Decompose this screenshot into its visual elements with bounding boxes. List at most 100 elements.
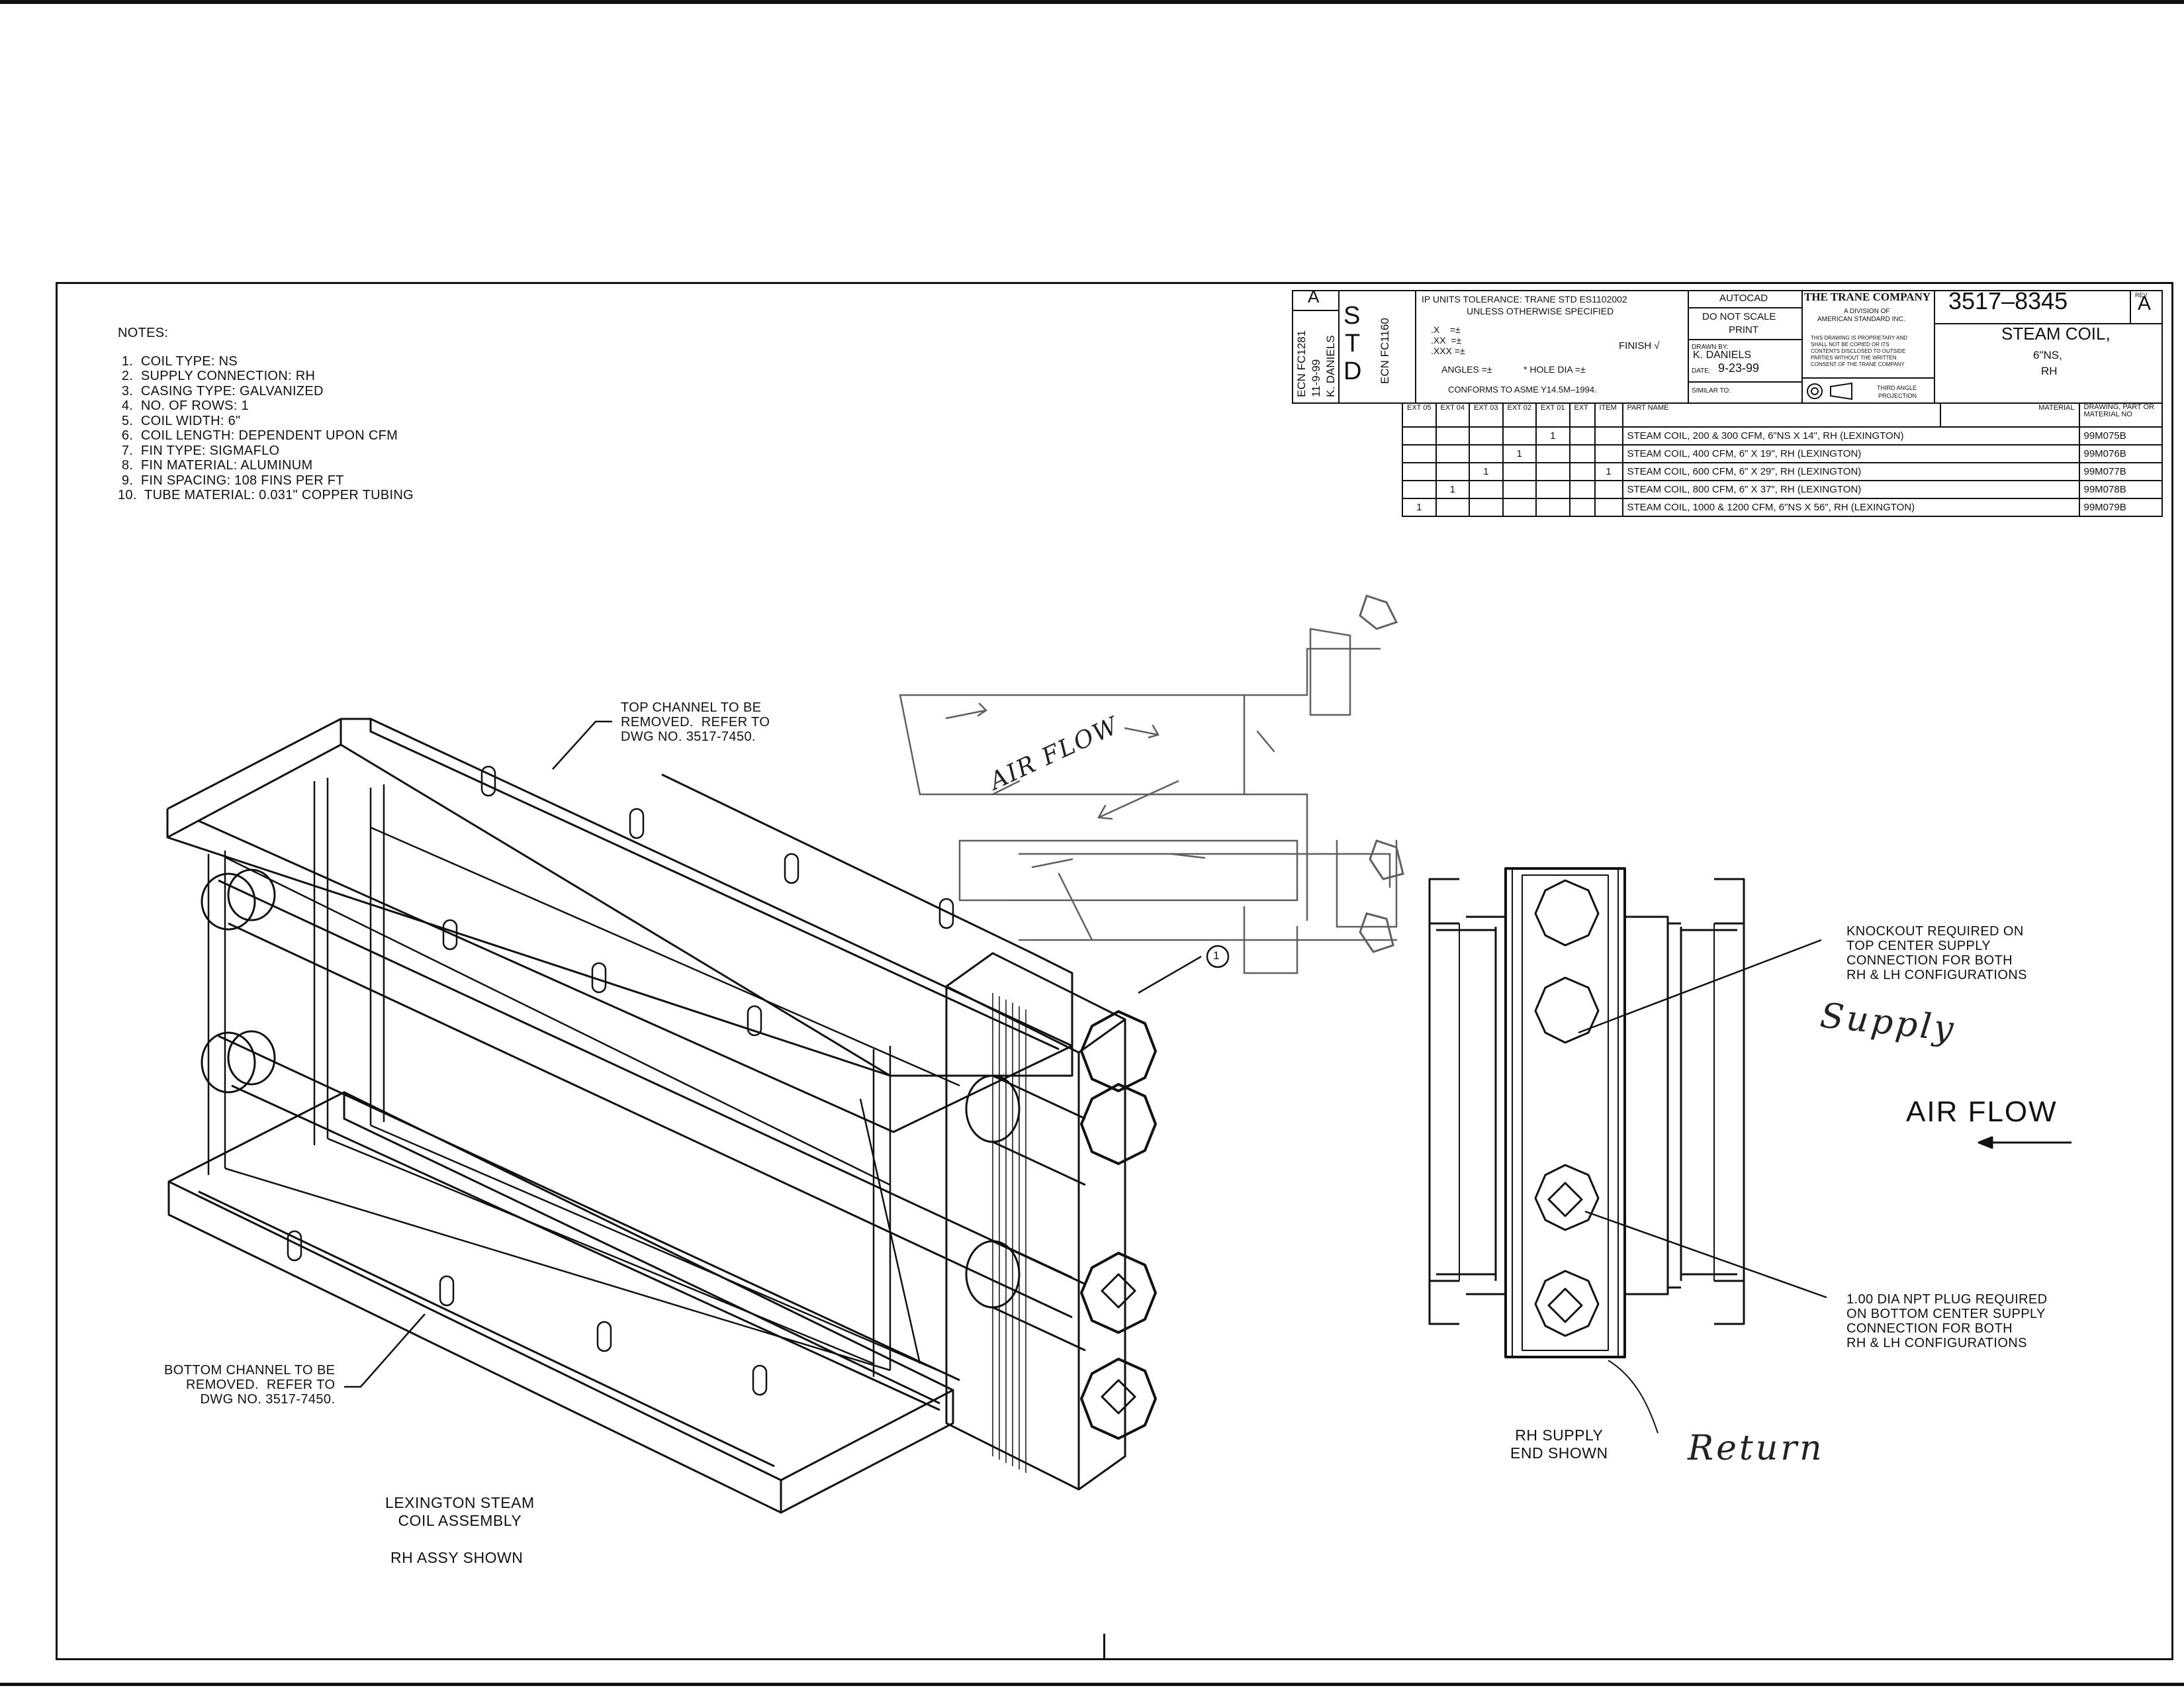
cad-system: AUTOCAD — [1719, 293, 1768, 304]
angles-tolerance: ANGLES =± — [1441, 364, 1492, 375]
qty-cell — [1435, 444, 1470, 463]
coil-tube-upper — [201, 868, 1073, 1319]
tolerance-x: .X =± — [1431, 324, 1461, 335]
part-name-cell: STEAM COIL, 200 & 300 CFM, 6"NS X 14", R… — [1621, 426, 2080, 445]
qty-cell — [1402, 462, 1437, 481]
proprietary-note: CONTENTS DISCLOSED TO OUTSIDE — [1811, 348, 1906, 354]
table-row: 1 STEAM COIL, 200 & 300 CFM, 6"NS X 14",… — [1402, 426, 2163, 445]
qty-cell — [1502, 426, 1537, 445]
airflow-arrow-icon — [1978, 1136, 1993, 1149]
ext-cell — [1569, 462, 1596, 481]
tolerance-line: IP UNITS TOLERANCE: TRANE STD ES1102002 — [1422, 294, 1627, 305]
ext-cell — [1569, 498, 1596, 517]
part-number-cell: 99M079B — [2078, 498, 2163, 517]
top-channel-leader — [552, 720, 612, 770]
drawn-by: K. DANIELS — [1693, 350, 1752, 361]
knockout-leader — [1578, 939, 1822, 1034]
note-item: 5. COIL WIDTH: 6" — [118, 413, 241, 428]
qty-cell: 1 — [1502, 444, 1537, 463]
title-block: A ECN FC1281 11-9-99 K. DANIELS S T D EC… — [0, 0, 2184, 596]
item-cell — [1594, 426, 1623, 445]
qty-cell — [1469, 444, 1504, 463]
note-item: 3. CASING TYPE: GALVANIZED — [118, 383, 324, 399]
drawn-date: 9-23-99 — [1718, 361, 1760, 375]
third-angle-projection-icon — [1807, 382, 1852, 400]
hex-plug-nuts — [1080, 1010, 1157, 1440]
tolerance-xx: .XX =± — [1431, 335, 1462, 346]
std-t: T — [1345, 330, 1361, 357]
qty-cell: 1 — [1402, 498, 1437, 517]
qty-cell — [1402, 444, 1437, 463]
qty-cell — [1502, 462, 1537, 481]
proprietary-note: PARTIES WITHOUT THE WRITTEN — [1811, 355, 1897, 361]
notes-block: NOTES: 1. COIL TYPE: NS 2. SUPPLY CONNEC… — [118, 326, 414, 503]
rh-supply-caption: RH SUPPLY END SHOWN — [1510, 1427, 1608, 1462]
part-name-cell: STEAM COIL, 1000 & 1200 CFM, 6"NS X 56",… — [1621, 498, 2080, 517]
return-handwritten-note: Return — [1688, 1429, 1825, 1468]
part-number-cell: 99M078B — [2078, 480, 2163, 499]
bottom-channel-leader — [344, 1313, 426, 1388]
drawing-title-line: RH — [2041, 365, 2058, 377]
item-cell: 1 — [1594, 462, 1623, 481]
bom-col-item: ITEM — [1594, 402, 1623, 428]
qty-cell — [1435, 498, 1470, 517]
qty-cell — [1435, 462, 1470, 481]
qty-cell: 1 — [1535, 426, 1570, 445]
assembly-caption: LEXINGTON STEAM COIL ASSEMBLY — [385, 1494, 535, 1529]
drawn-by-label: DRAWN BY: — [1692, 344, 1729, 351]
bottom-channel-note: BOTTOM CHANNEL TO BE REMOVED. REFER TO D… — [164, 1363, 336, 1407]
company-name: THE TRANE COMPANY — [1804, 291, 1931, 303]
qty-cell — [1435, 426, 1470, 445]
notes-heading: NOTES: — [118, 326, 169, 340]
tolerance-line: UNLESS OTHERWISE SPECIFIED — [1467, 306, 1614, 316]
qty-cell — [1535, 498, 1570, 517]
note-item: 4. NO. OF ROWS: 1 — [118, 399, 249, 413]
revision-letter: A — [1308, 287, 1320, 306]
item-cell — [1594, 480, 1623, 499]
projection-label: PROJECTION — [1878, 393, 1917, 399]
tolerance-xxx: .XXX =± — [1431, 346, 1465, 356]
airflow-label: AIR FLOW — [1906, 1096, 2058, 1128]
part-number-cell: 99M075B — [2078, 426, 2163, 445]
qty-cell — [1469, 426, 1504, 445]
supply-connections — [965, 1074, 1086, 1352]
drawing-title: STEAM COIL, — [2001, 324, 2111, 344]
bill-of-materials: EXT 05 EXT 04 EXT 03 EXT 02 EXT 01 EXT I… — [1402, 402, 2163, 528]
note-item: 6. COIL LENGTH: DEPENDENT UPON CFM — [118, 428, 398, 443]
table-row: 1 STEAM COIL, 400 CFM, 6" X 19", RH (LEX… — [1402, 444, 2163, 463]
bom-col-ext01: EXT 01 — [1535, 402, 1570, 428]
note-item: 2. SUPPLY CONNECTION: RH — [118, 369, 316, 383]
part-number-cell: 99M076B — [2078, 444, 2163, 463]
ext-cell — [1569, 444, 1596, 463]
table-row: 1 STEAM COIL, 800 CFM, 6" X 37", RH (LEX… — [1402, 480, 2163, 499]
qty-cell: 1 — [1435, 480, 1470, 499]
bom-col-ext03: EXT 03 — [1469, 402, 1504, 428]
similar-to: SIMILAR TO: — [1692, 387, 1731, 395]
projection-label: THIRD ANGLE — [1877, 385, 1917, 391]
return-leader — [1608, 1360, 1659, 1434]
bom-col-material: MATERIAL — [1939, 402, 2080, 428]
proprietary-note: SHALL NOT BE COPIED OR ITS — [1811, 342, 1889, 348]
qty-cell — [1535, 480, 1570, 499]
part-number-cell: 99M077B — [2078, 462, 2163, 481]
bom-col-part-name: PART NAME — [1621, 402, 1941, 428]
knockout-note: KNOCKOUT REQUIRED ON TOP CENTER SUPPLY C… — [1846, 924, 2027, 982]
qty-cell — [1502, 480, 1537, 499]
part-name-cell: STEAM COIL, 800 CFM, 6" X 37", RH (LEXIN… — [1621, 480, 2080, 499]
qty-cell — [1469, 480, 1504, 499]
do-not-scale: DO NOT SCALE — [1702, 311, 1776, 322]
plug-note: 1.00 DIA NPT PLUG REQUIRED ON BOTTOM CEN… — [1846, 1292, 2048, 1350]
qty-cell — [1469, 498, 1504, 517]
plug-leader — [1584, 1210, 1827, 1299]
std-s: S — [1343, 302, 1361, 330]
note-item: 10. TUBE MATERIAL: 0.031" COPPER TUBING — [118, 488, 414, 502]
std-d: D — [1343, 357, 1362, 385]
channel-slots — [287, 765, 954, 1396]
finish-mark: FINISH √ — [1619, 340, 1660, 352]
bom-col-ext05: EXT 05 — [1402, 402, 1437, 428]
table-row: 1 STEAM COIL, 1000 & 1200 CFM, 6"NS X 56… — [1402, 498, 2163, 517]
bom-col-ext: EXT — [1569, 402, 1596, 428]
ext-cell — [1569, 480, 1596, 499]
qty-cell — [1535, 462, 1570, 481]
